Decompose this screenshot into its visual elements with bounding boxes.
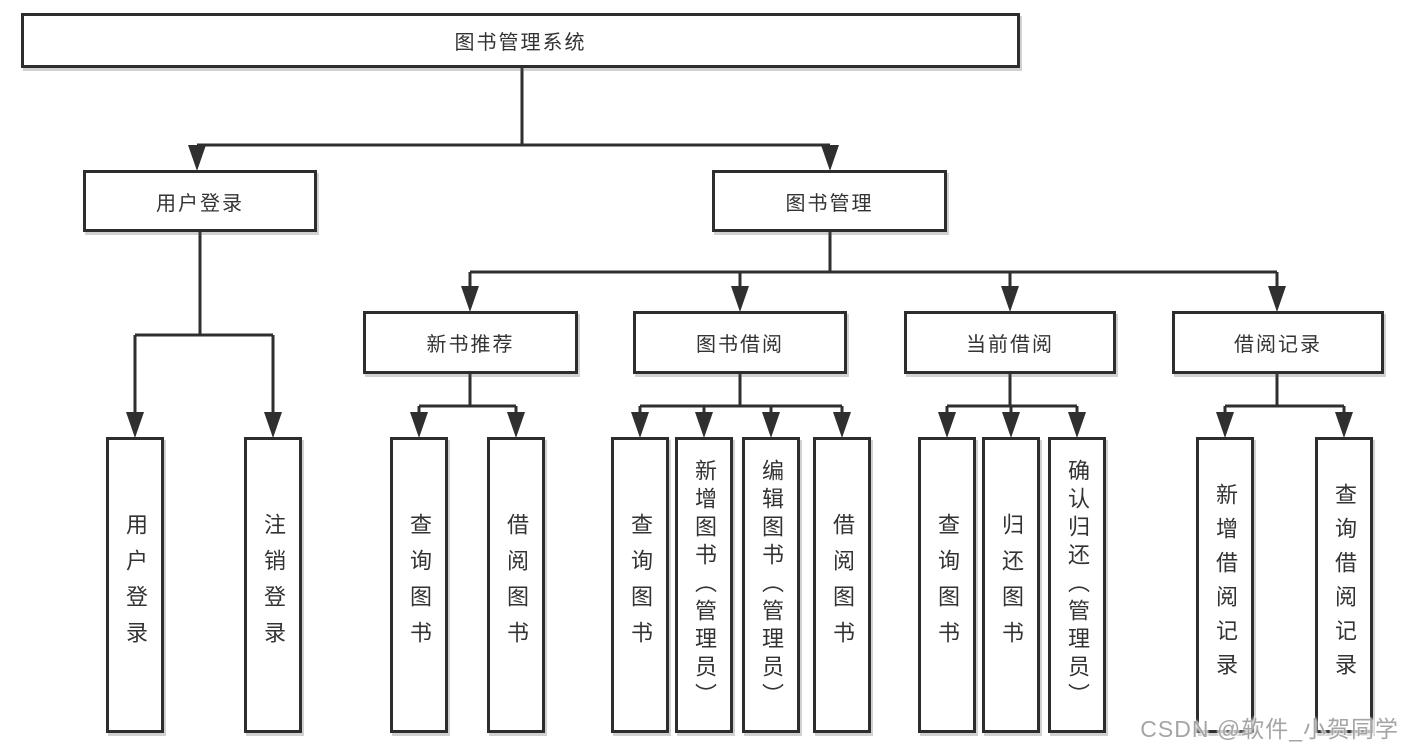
leaf-add-books-admin: 新增图书（管理员）	[675, 437, 733, 733]
leaf-query-borrow-record: 查询借阅记录	[1315, 437, 1373, 733]
leaf-query-books-borrow: 查询图书	[611, 437, 669, 733]
leaf-query-books-current: 查询图书	[918, 437, 976, 733]
node-label: 新书推荐	[426, 334, 515, 356]
leaf-label: 确认归还（管理员）	[1065, 459, 1090, 711]
node-library-management-system: 图书管理系统	[21, 13, 1020, 68]
csdn-watermark: CSDN @软件_小贺同学	[1140, 716, 1399, 742]
node-label: 当前借阅	[966, 334, 1054, 356]
leaf-label: 查询图书	[628, 513, 653, 657]
leaf-confirm-return-admin: 确认归还（管理员）	[1048, 437, 1106, 733]
node-current-borrowing: 当前借阅	[904, 311, 1116, 374]
leaf-add-borrow-record: 新增借阅记录	[1196, 437, 1254, 733]
leaf-edit-books-admin: 编辑图书（管理员）	[742, 437, 800, 733]
node-label: 图书借阅	[696, 334, 784, 356]
node-label: 借阅记录	[1234, 334, 1322, 356]
leaf-user-login: 用户登录	[106, 437, 164, 733]
leaf-label: 归还图书	[999, 513, 1024, 657]
node-user-login: 用户登录	[83, 170, 317, 232]
leaf-label: 借阅图书	[830, 513, 855, 657]
node-book-management: 图书管理	[712, 170, 947, 232]
node-label: 图书管理系统	[454, 32, 587, 54]
leaf-label: 查询图书	[935, 513, 960, 657]
leaf-label: 新增借阅记录	[1213, 483, 1238, 687]
leaf-label: 用户登录	[123, 513, 148, 657]
node-label: 用户登录	[156, 192, 244, 215]
leaf-label: 注销登录	[261, 513, 286, 657]
arrowhead-icons	[126, 145, 1353, 438]
leaf-label: 编辑图书（管理员）	[759, 459, 784, 711]
node-label: 图书管理	[785, 192, 874, 215]
node-borrowing-records: 借阅记录	[1172, 311, 1384, 374]
leaf-borrow-books-recommend: 借阅图书	[487, 437, 545, 733]
leaf-label: 借阅图书	[504, 513, 529, 657]
leaf-label: 查询借阅记录	[1332, 483, 1357, 687]
leaf-label: 查询图书	[407, 513, 432, 657]
leaf-borrow-books: 借阅图书	[813, 437, 871, 733]
node-book-borrowing: 图书借阅	[633, 311, 847, 374]
leaf-query-books-recommend: 查询图书	[390, 437, 448, 733]
node-new-book-recommendation: 新书推荐	[363, 311, 578, 374]
leaf-logout-login: 注销登录	[244, 437, 302, 733]
leaf-return-books: 归还图书	[982, 437, 1040, 733]
leaf-label: 新增图书（管理员）	[692, 459, 717, 711]
